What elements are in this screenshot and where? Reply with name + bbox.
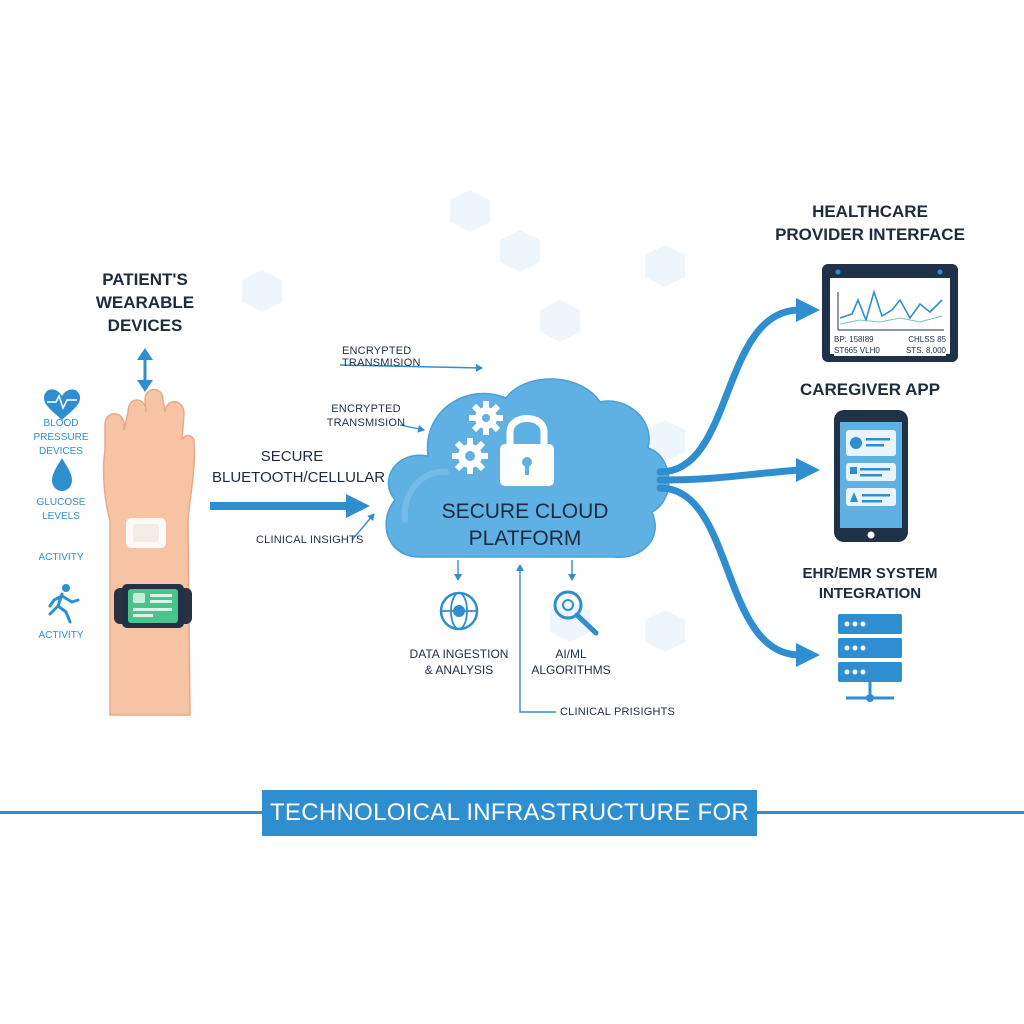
secure-link-label: SECURE BLUETOOTH/CELLULAR <box>212 446 386 488</box>
encrypted-transmission-top: ENCRYPTED TRANSMISION <box>342 345 421 369</box>
tablet-readouts: BP: 158I89 CHLSS 85 ST665 VLH0 STS. 8,00… <box>834 334 946 356</box>
data-ingestion-line1: DATA INGESTION <box>409 647 509 661</box>
provider-heading-line2: PROVIDER INTERFACE <box>775 225 965 244</box>
smartwatch-icon <box>114 584 192 628</box>
provider-heading: HEALTHCARE PROVIDER INTERFACE <box>770 200 970 246</box>
metric-activity-runner: ACTIVITY <box>16 629 106 643</box>
metric-blood-pressure: BLOOD PRESSURE DEVICES <box>16 417 106 459</box>
metric-activity: ACTIVITY <box>16 551 106 565</box>
wearable-heading: PATIENT'S WEARABLE DEVICES <box>70 268 220 337</box>
tablet-readout-row: BP: 158I89 CHLSS 85 <box>834 334 946 345</box>
wearable-heading-line2: WEARABLE <box>95 293 195 312</box>
metric-label: LEVELS <box>42 511 80 522</box>
data-ingestion-line2: & ANALYSIS <box>424 663 494 677</box>
metric-label: ACTIVITY <box>38 552 84 563</box>
runner-icon <box>48 584 80 624</box>
hand-illustration <box>102 388 196 716</box>
provider-heading-line1: HEALTHCARE <box>812 202 928 221</box>
gear-icon <box>452 401 503 474</box>
data-flow-arrow <box>210 494 370 518</box>
encrypted-mid-line2: TRANSMISION <box>326 417 406 429</box>
tablet-readout: STS. 8,000 <box>905 346 946 355</box>
phone-app <box>834 410 908 542</box>
caregiver-heading: CAREGIVER APP <box>799 380 941 399</box>
metric-label: DEVICES <box>39 446 83 457</box>
ehr-heading-line2: INTEGRATION <box>818 585 922 602</box>
wearable-heading-line3: DEVICES <box>107 316 183 335</box>
clinical-insights-label: CLINICAL INSIGHTS <box>256 534 364 546</box>
encrypted-transmission-mid: ENCRYPTED TRANSMISION <box>326 402 406 430</box>
droplet-icon <box>52 458 72 491</box>
ehr-heading-line1: EHR/EMR SYSTEM <box>802 565 938 582</box>
updown-arrow <box>137 348 153 392</box>
globe-analysis-icon <box>439 591 479 631</box>
heart-icon <box>44 389 80 420</box>
ehr-heading: EHR/EMR SYSTEM INTEGRATION <box>790 564 950 604</box>
data-ingestion-label: DATA INGESTION & ANALYSIS <box>404 646 514 678</box>
cloud-title-line2: PLATFORM <box>468 527 582 550</box>
secure-link-line1: SECURE <box>260 448 324 465</box>
encrypted-mid-line1: ENCRYPTED <box>331 403 401 415</box>
metric-label: GLUCOSE <box>36 497 86 508</box>
wearable-heading-line1: PATIENT'S <box>102 270 188 289</box>
tablet-readout: CHLSS 85 <box>908 335 946 344</box>
cloud-title: SECURE CLOUD PLATFORM <box>420 498 630 552</box>
metric-label: ACTIVITY <box>38 630 84 641</box>
tablet-readout-row: ST665 VLH0 STS. 8,000 <box>834 345 946 356</box>
output-arrowheads <box>796 298 820 667</box>
metric-glucose: GLUCOSE LEVELS <box>16 496 106 524</box>
metric-label: BLOOD PRESSURE <box>33 418 89 443</box>
ai-ml-line1: AI/ML <box>555 647 587 661</box>
output-arrows <box>656 306 804 659</box>
magnifier-ai-icon <box>553 590 599 636</box>
annotation-arrows <box>339 363 576 713</box>
tablet-readout: BP: 158I89 <box>834 335 874 344</box>
cloud-title-line1: SECURE CLOUD <box>441 500 609 523</box>
lock-icon <box>500 415 554 486</box>
server-icon <box>838 614 902 702</box>
footer-banner: TECHNOLOICAL INFRASTRUCTURE FOR RPM <box>262 790 757 872</box>
ai-ml-label: AI/ML ALGORITHMS <box>526 646 616 678</box>
clinical-prisights-label: CLINICAL PRISIGHTS <box>560 706 676 718</box>
ai-ml-line2: ALGORITHMS <box>531 663 611 677</box>
secure-link-line2: BLUETOOTH/CELLULAR <box>212 469 386 486</box>
tablet-readout: ST665 VLH0 <box>834 346 880 355</box>
